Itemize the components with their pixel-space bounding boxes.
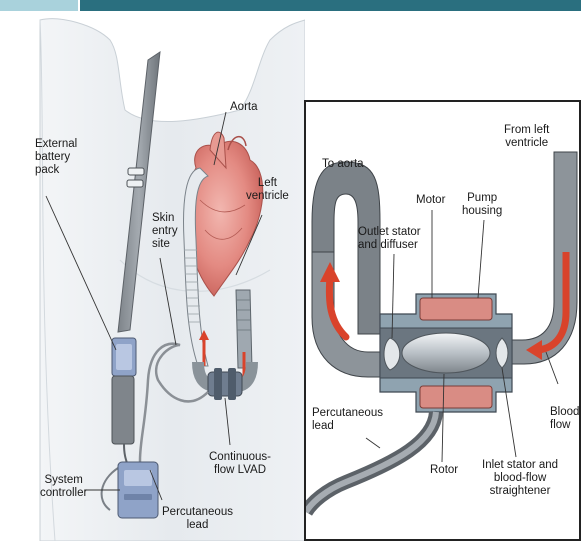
system-controller [118,462,158,518]
battery-pack [112,338,136,444]
label-percutaneous-lead-left: Percutaneous lead [162,506,233,532]
label-outlet-stator: Outlet stator and diffuser [358,226,421,252]
label-skin-entry-site: Skin entry site [152,212,178,251]
label-rotor: Rotor [430,464,458,477]
label-inlet-stator: Inlet stator and blood-flow straightener [482,459,558,498]
rotor [402,333,490,373]
label-percutaneous-lead-right: Percutaneous lead [312,407,383,433]
label-aorta: Aorta [230,101,258,114]
label-to-aorta: To aorta [322,158,364,171]
label-external-battery-pack: External battery pack [35,138,77,177]
label-from-left-ventricle: From left ventricle [504,124,549,150]
label-blood-flow: Blood flow [550,406,579,432]
label-continuous-flow-lvad: Continuous- flow LVAD [209,451,271,477]
pump-cross-section-panel: To aorta From left ventricle Motor Pump … [304,100,581,541]
label-pump-housing: Pump housing [462,192,502,218]
label-left-ventricle: Left ventricle [246,177,289,203]
label-system-controller: System controller [40,474,87,500]
label-motor: Motor [416,194,445,207]
